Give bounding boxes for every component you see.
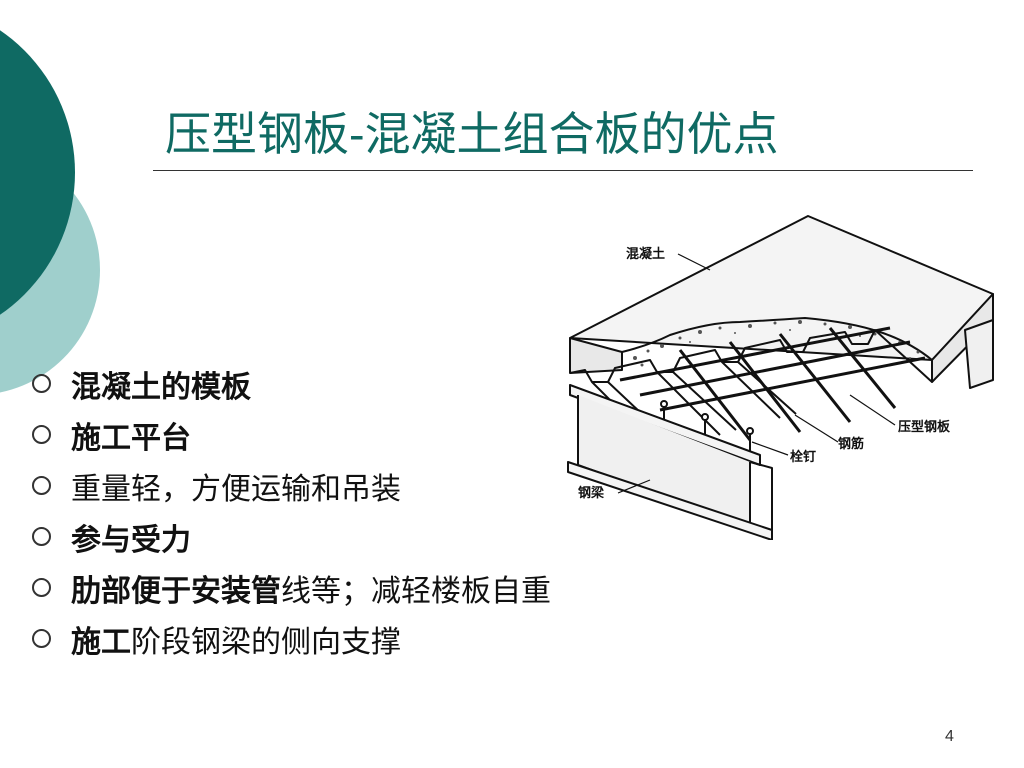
composite-slab-diagram: 混凝土 压型钢板 钢筋 栓钉 钢梁 xyxy=(567,215,994,540)
leader-stud xyxy=(751,441,789,456)
bullet-item: 肋部便于安装管线等；减轻楼板自重 xyxy=(32,562,551,613)
bullet-text: 重量轻，方便运输和吊装 xyxy=(71,471,401,507)
steel-deck-profile xyxy=(569,329,933,383)
bullet-circle-icon xyxy=(32,425,51,444)
leader-rebar xyxy=(794,414,839,443)
leader-concrete xyxy=(677,253,711,271)
leader-steel-deck xyxy=(849,394,896,426)
bullet-circle-icon xyxy=(32,374,51,393)
bullet-text: 施工平台 xyxy=(71,420,191,456)
slide-title: 压型钢板-混凝土组合板的优点 xyxy=(165,107,779,161)
bullet-circle-icon xyxy=(32,578,51,597)
concrete-aggregate xyxy=(633,320,920,367)
concrete-cutaway-edge xyxy=(621,317,933,361)
bullet-item: 混凝土的模板 xyxy=(32,358,551,409)
page-number: 4 xyxy=(945,728,954,745)
bullet-text: 施工 xyxy=(71,624,131,660)
bullet-text: 肋部便于安装管 xyxy=(71,573,281,609)
bullet-text: 阶段钢梁的侧向支撑 xyxy=(131,624,401,660)
steel-beam-bottom-flange xyxy=(567,461,773,540)
steel-beam-right-stub xyxy=(964,319,994,389)
concrete-slab-top xyxy=(569,215,994,361)
leader-steel-beam xyxy=(617,479,651,494)
rebar-grid xyxy=(619,326,926,441)
bullet-item: 施工平台 xyxy=(32,409,551,460)
bullet-item: 参与受力 xyxy=(32,511,551,562)
bullet-item: 重量轻，方便运输和吊装 xyxy=(32,460,551,511)
bullet-item: 施工阶段钢梁的侧向支撑 xyxy=(32,613,551,664)
steel-beam-end xyxy=(749,455,773,530)
bullet-circle-icon xyxy=(32,527,51,546)
label-steel-deck: 压型钢板 xyxy=(898,419,951,435)
bullet-text: 混凝土的模板 xyxy=(71,369,251,405)
bullet-text: 参与受力 xyxy=(71,522,191,558)
label-concrete: 混凝土 xyxy=(626,246,665,262)
bullet-list: 混凝土的模板施工平台重量轻，方便运输和吊装参与受力肋部便于安装管线等；减轻楼板自… xyxy=(32,358,551,664)
bullet-circle-icon xyxy=(32,476,51,495)
label-rebar: 钢筋 xyxy=(838,436,864,452)
bullet-text: 线等；减轻楼板自重 xyxy=(281,573,551,609)
label-stud: 栓钉 xyxy=(790,449,816,465)
label-steel-beam: 钢梁 xyxy=(578,485,605,501)
concrete-slab-front xyxy=(569,337,623,374)
title-divider xyxy=(153,170,973,171)
bullet-circle-icon xyxy=(32,629,51,648)
